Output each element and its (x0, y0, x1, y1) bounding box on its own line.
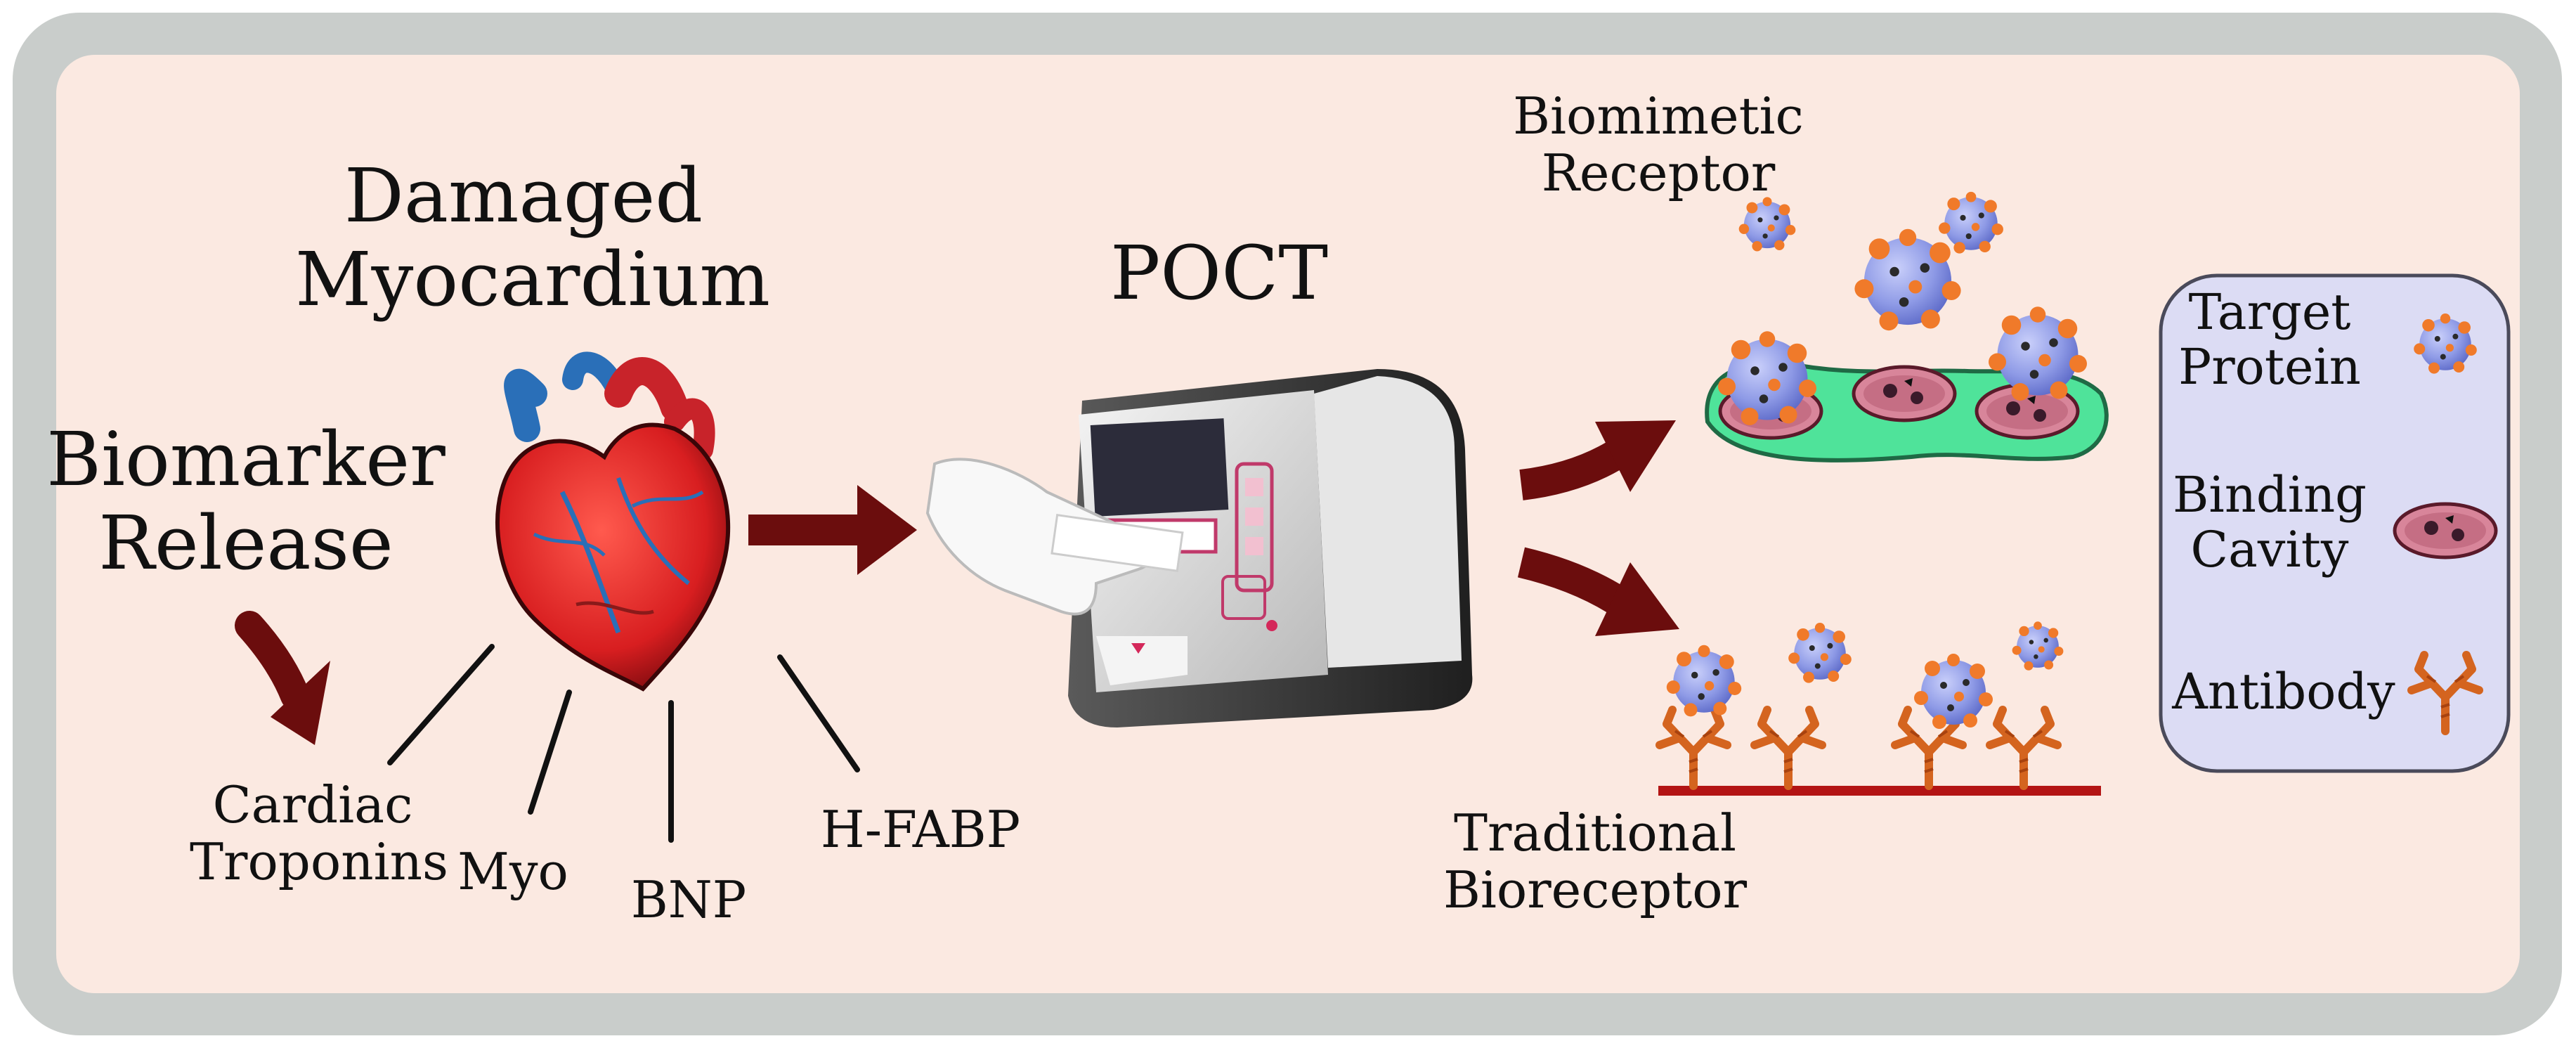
biomarker-myo: Myo (457, 842, 568, 901)
damaged-myocardium-label: Damaged Myocardium (295, 153, 771, 323)
biomarker-release-label: Biomarker Release (46, 416, 445, 586)
traditional-surface (1658, 621, 2101, 796)
poct-device (1068, 369, 1473, 727)
binding-cavity-icon (2395, 504, 2496, 557)
biomarker-connectors (387, 644, 860, 843)
gloved-hand (925, 458, 1184, 616)
traditional-bioreceptor-label: Traditional Bioreceptor (1443, 803, 1748, 919)
legend-target-protein-label: Target Protein (2178, 283, 2361, 396)
arrow-to-biomimetic (1519, 420, 1676, 500)
biomarker-hfabp: H-FABP (820, 800, 1021, 859)
biomarker-cardiac-troponins: Cardiac Troponins (190, 775, 448, 891)
biomimetic-receptor-label: Biomimetic Receptor (1513, 86, 1804, 202)
arrow-heart-to-poct (748, 485, 917, 575)
poct-label: POCT (1110, 230, 1329, 316)
legend-box (2159, 273, 2511, 773)
heart-icon (495, 351, 731, 692)
biomarker-bnp: BNP (630, 870, 747, 929)
legend-binding-cavity-label: Binding Cavity (2172, 466, 2367, 579)
legend-antibody-label: Antibody (2172, 663, 2395, 720)
arrow-biomarker-release (235, 611, 330, 745)
arrow-to-traditional (1517, 547, 1679, 636)
